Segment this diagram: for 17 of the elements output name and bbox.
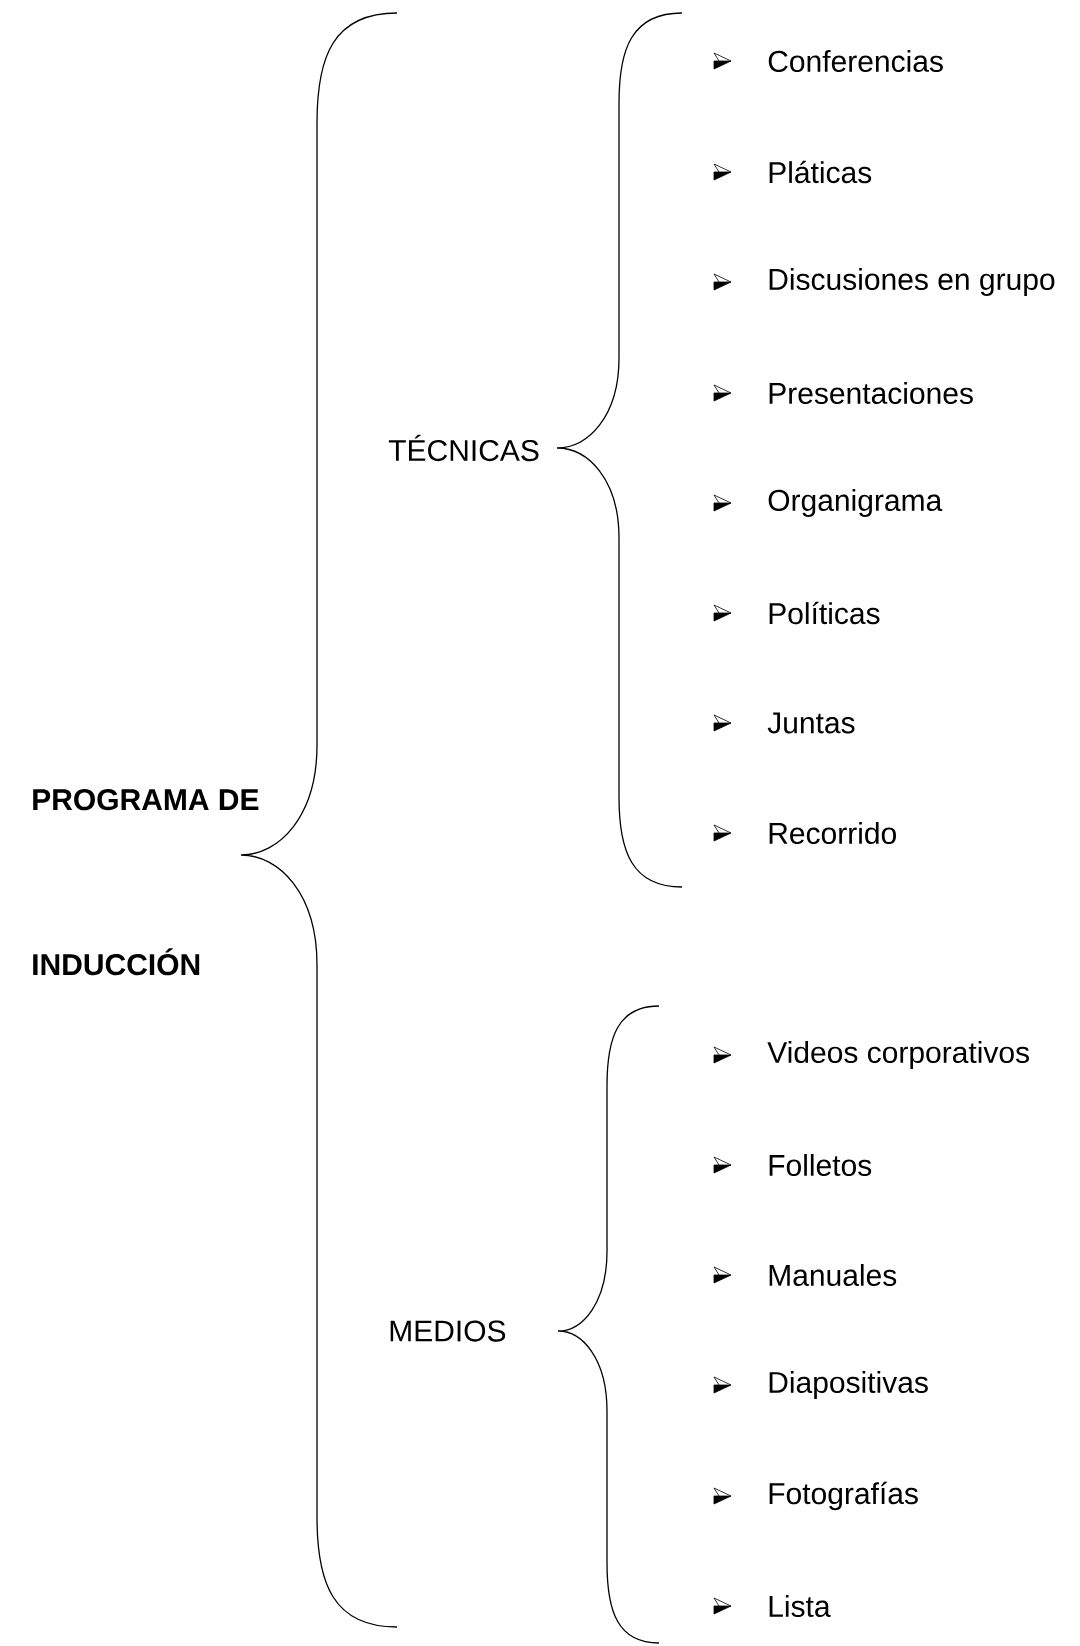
list-item: Lista (769, 1595, 831, 1618)
list-item: Manuales (769, 1264, 897, 1287)
list-item: Políticas (769, 601, 880, 625)
category-label: TÉCNICAS (388, 434, 539, 462)
list-item: Presentaciones (769, 382, 973, 404)
title: PROGRAMA DE INDUCCIÓN (33, 789, 259, 976)
list-item: Pláticas (769, 160, 872, 184)
list-item: Fotografías (769, 1481, 918, 1511)
list-item: Discusiones en grupo (769, 268, 1055, 296)
list-item: Recorrido (769, 822, 896, 845)
list-item: Organigrama (768, 489, 943, 517)
list-item: Folletos (769, 1154, 872, 1177)
list-item: Diapositivas (769, 1371, 928, 1399)
list-item: Conferencias (768, 50, 943, 72)
list-item: Videos corporativos (767, 1041, 1029, 1069)
category-label: MEDIOS (390, 1320, 506, 1342)
list-item: Juntas (767, 712, 855, 734)
